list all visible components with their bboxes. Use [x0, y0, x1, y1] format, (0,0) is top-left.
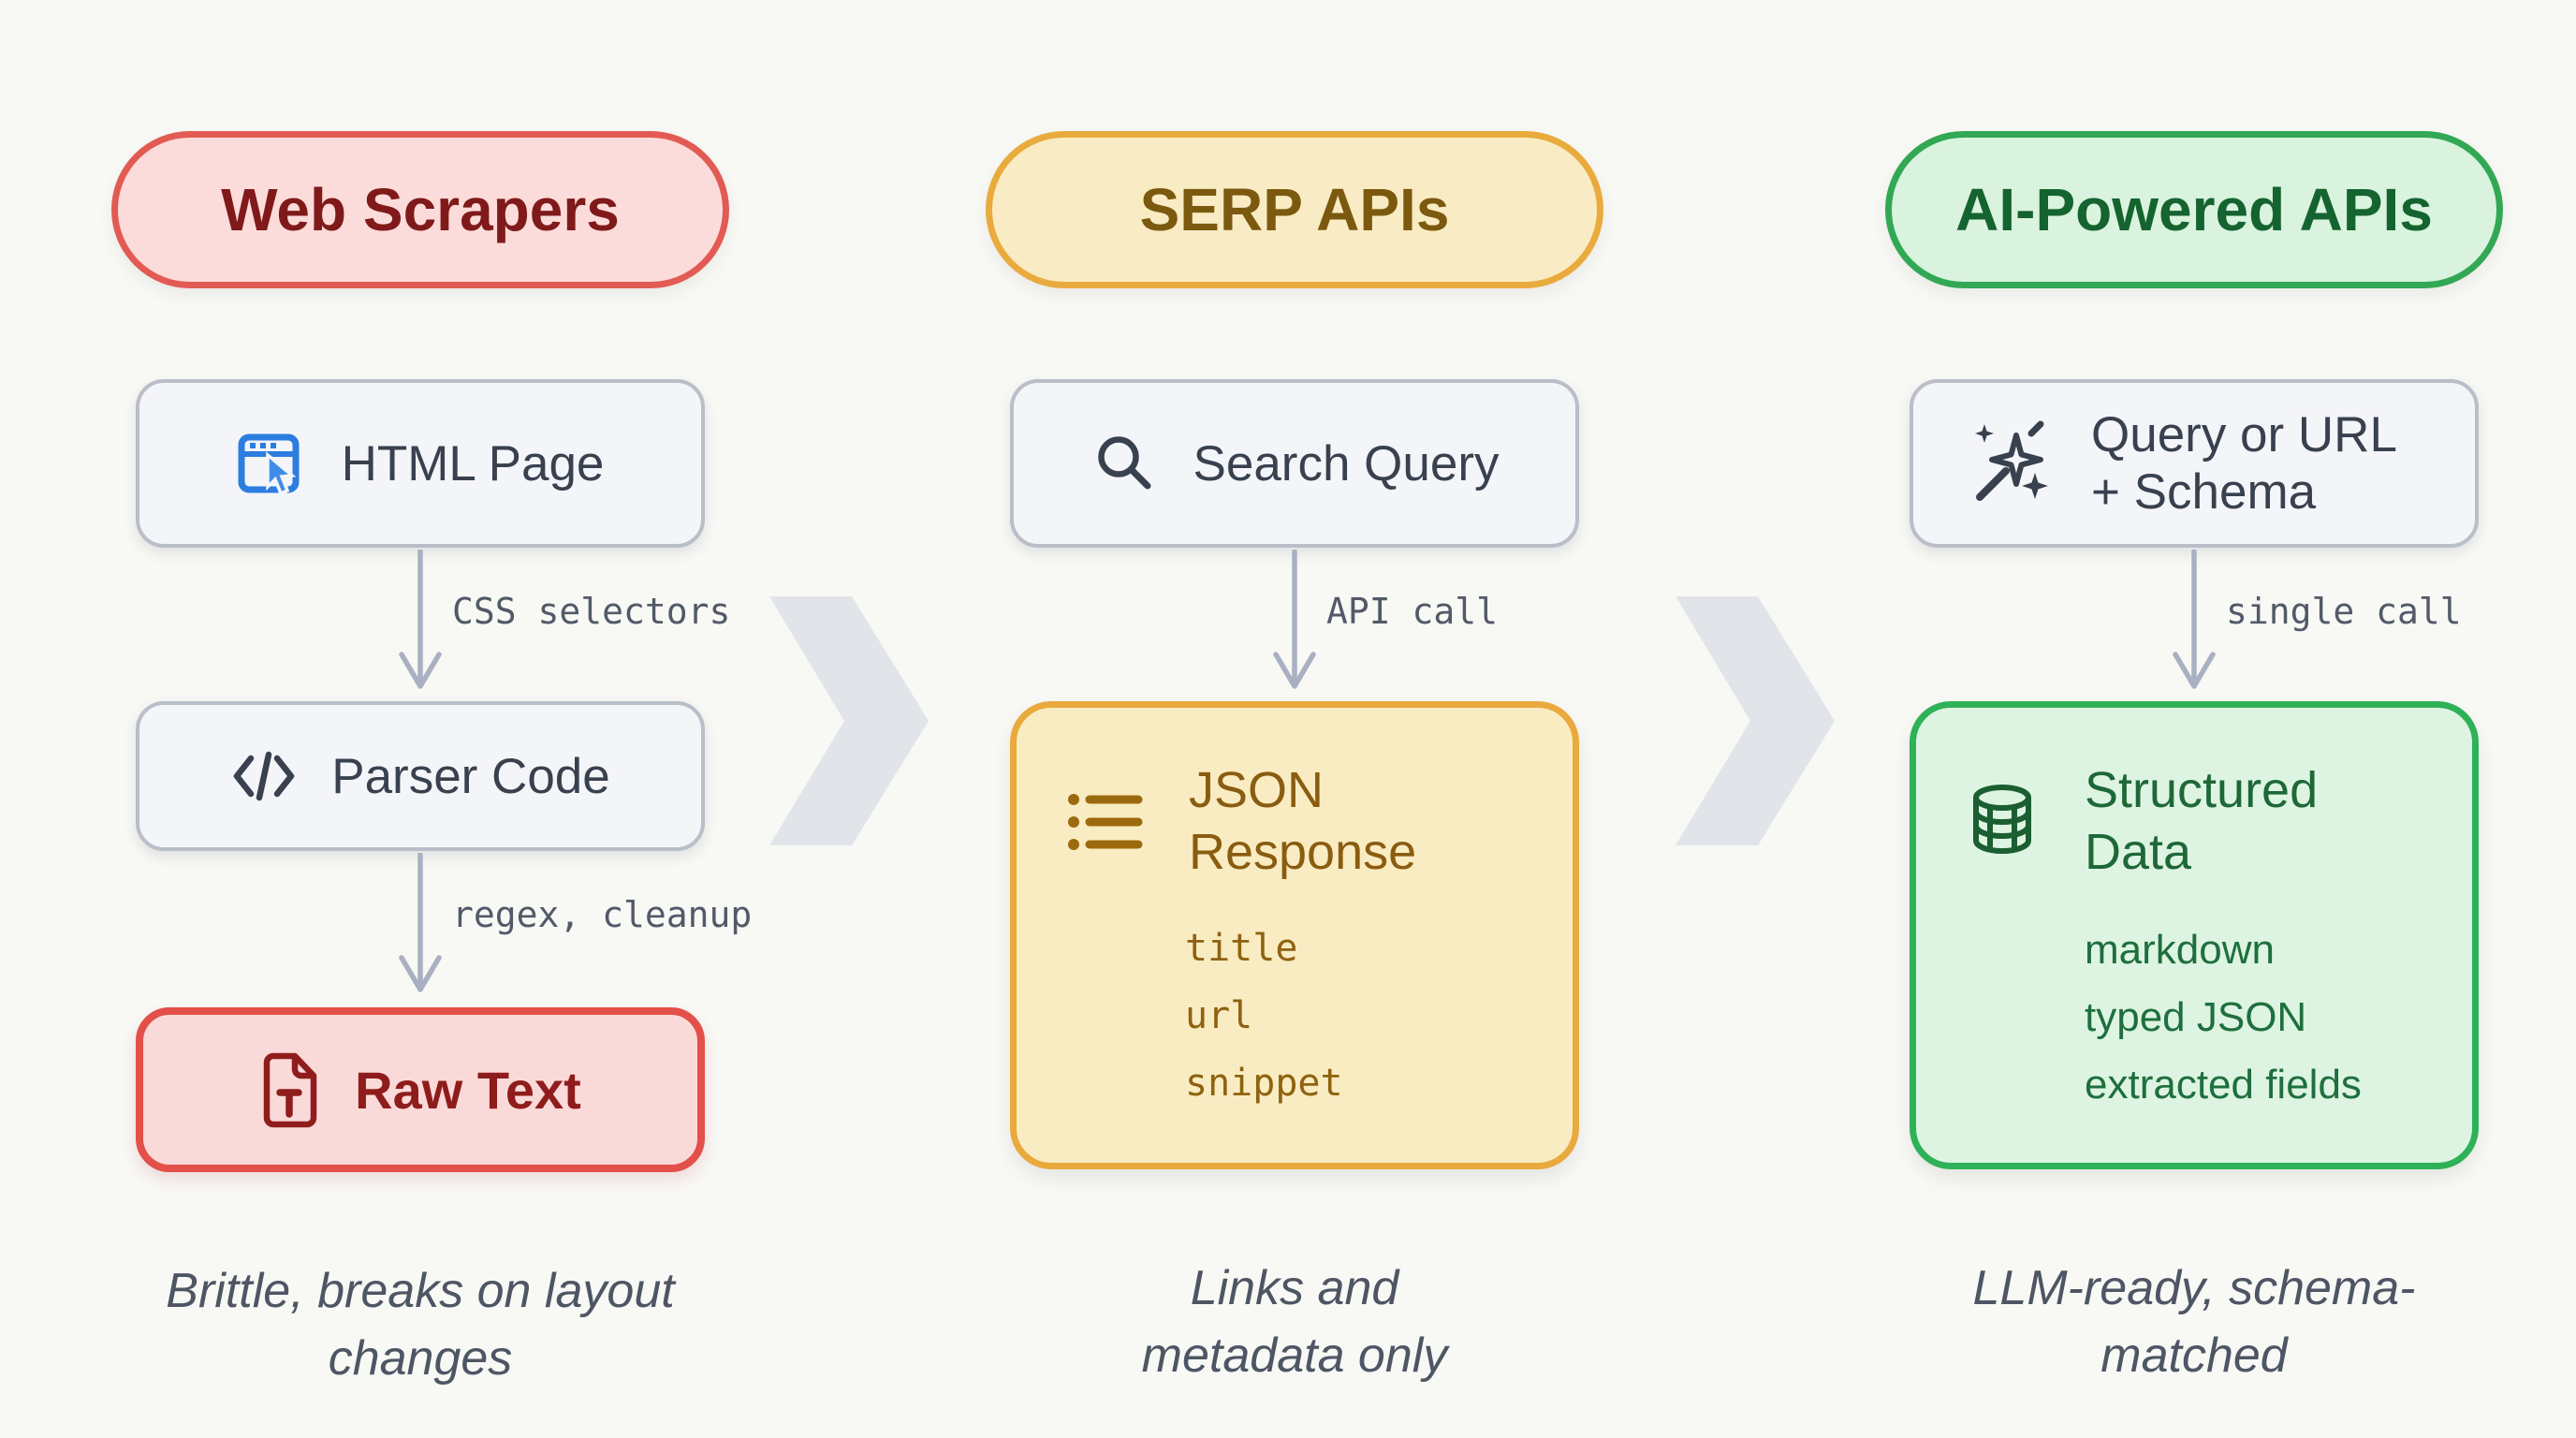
parser-code-box: Parser Code: [136, 701, 705, 851]
arrow-regex-cleanup: regex, cleanup: [111, 851, 752, 1007]
html-page-box: HTML Page: [136, 379, 705, 548]
big-box-title: Structured Data: [2085, 762, 2319, 880]
column-web-scrapers: Web Scrapers HTML Page CSS selectors Par…: [111, 131, 752, 1393]
box-label: Search Query: [1193, 435, 1500, 492]
field-list: markdown typed JSON extracted fields: [2085, 927, 2423, 1108]
pill-web-scrapers: Web Scrapers: [111, 131, 729, 288]
box-label: Parser Code: [331, 748, 610, 804]
search-icon: [1097, 436, 1150, 490]
browser-window-icon: [238, 433, 300, 496]
arrow-css-selectors: CSS selectors: [111, 548, 731, 701]
down-arrow-icon: [2173, 550, 2216, 689]
list-icon: [1068, 793, 1143, 850]
field-item: title: [1185, 926, 1298, 970]
arrow-label: single call: [2226, 591, 2462, 632]
box-label: Query or URL + Schema: [2091, 406, 2395, 520]
down-arrow-icon: [1273, 550, 1316, 689]
field-item: snippet: [1185, 1061, 1343, 1105]
chevron-right-icon: [769, 596, 929, 845]
file-text-icon: [263, 1052, 317, 1128]
pill-label: SERP APIs: [1139, 176, 1450, 243]
field-item: markdown: [2085, 926, 2275, 973]
search-query-box: Search Query: [1010, 379, 1579, 548]
field-item: typed JSON: [2085, 993, 2307, 1040]
pill-label: Web Scrapers: [221, 176, 620, 243]
field-item: url: [1185, 993, 1253, 1037]
down-arrow-icon: [399, 550, 442, 689]
box-label: HTML Page: [341, 435, 605, 492]
big-box-header: Structured Data: [1965, 760, 2423, 884]
structured-data-box: Structured Data markdown typed JSON extr…: [1910, 701, 2479, 1169]
big-box-header: JSON Response: [1065, 760, 1524, 884]
column-serp-apis: SERP APIs Search Query API call JSON Res…: [986, 131, 1603, 1390]
database-icon: [1973, 784, 2031, 854]
arrow-single-call: single call: [1885, 548, 2503, 701]
down-arrow-icon: [399, 853, 442, 992]
wand-sparkles-icon: [1975, 420, 2048, 501]
chevron-right-icon: [1676, 596, 1835, 845]
pill-serp-apis: SERP APIs: [986, 131, 1603, 288]
arrow-label: CSS selectors: [452, 591, 731, 632]
box-label: Raw Text: [355, 1060, 581, 1120]
field-item: extracted fields: [2085, 1061, 2362, 1108]
pill-label: AI-Powered APIs: [1955, 176, 2433, 243]
big-box-title: JSON Response: [1189, 762, 1417, 880]
arrow-label: API call: [1326, 591, 1499, 632]
json-response-box: JSON Response title url snippet: [1010, 701, 1579, 1169]
query-schema-box: Query or URL + Schema: [1910, 379, 2479, 548]
field-list: title url snippet: [1185, 927, 1524, 1105]
column-caption: Links and metadata only: [1141, 1261, 1448, 1383]
column-caption: LLM-ready, schema-matched: [1972, 1261, 2416, 1383]
arrow-label: regex, cleanup: [452, 894, 753, 935]
column-ai-powered-apis: AI-Powered APIs Query or URL + Schema si…: [1885, 131, 2503, 1390]
code-icon: [233, 751, 295, 801]
raw-text-box: Raw Text: [136, 1007, 705, 1172]
column-caption: Brittle, breaks on layout changes: [166, 1264, 675, 1386]
pill-ai-powered-apis: AI-Powered APIs: [1885, 131, 2503, 288]
arrow-api-call: API call: [986, 548, 1603, 701]
